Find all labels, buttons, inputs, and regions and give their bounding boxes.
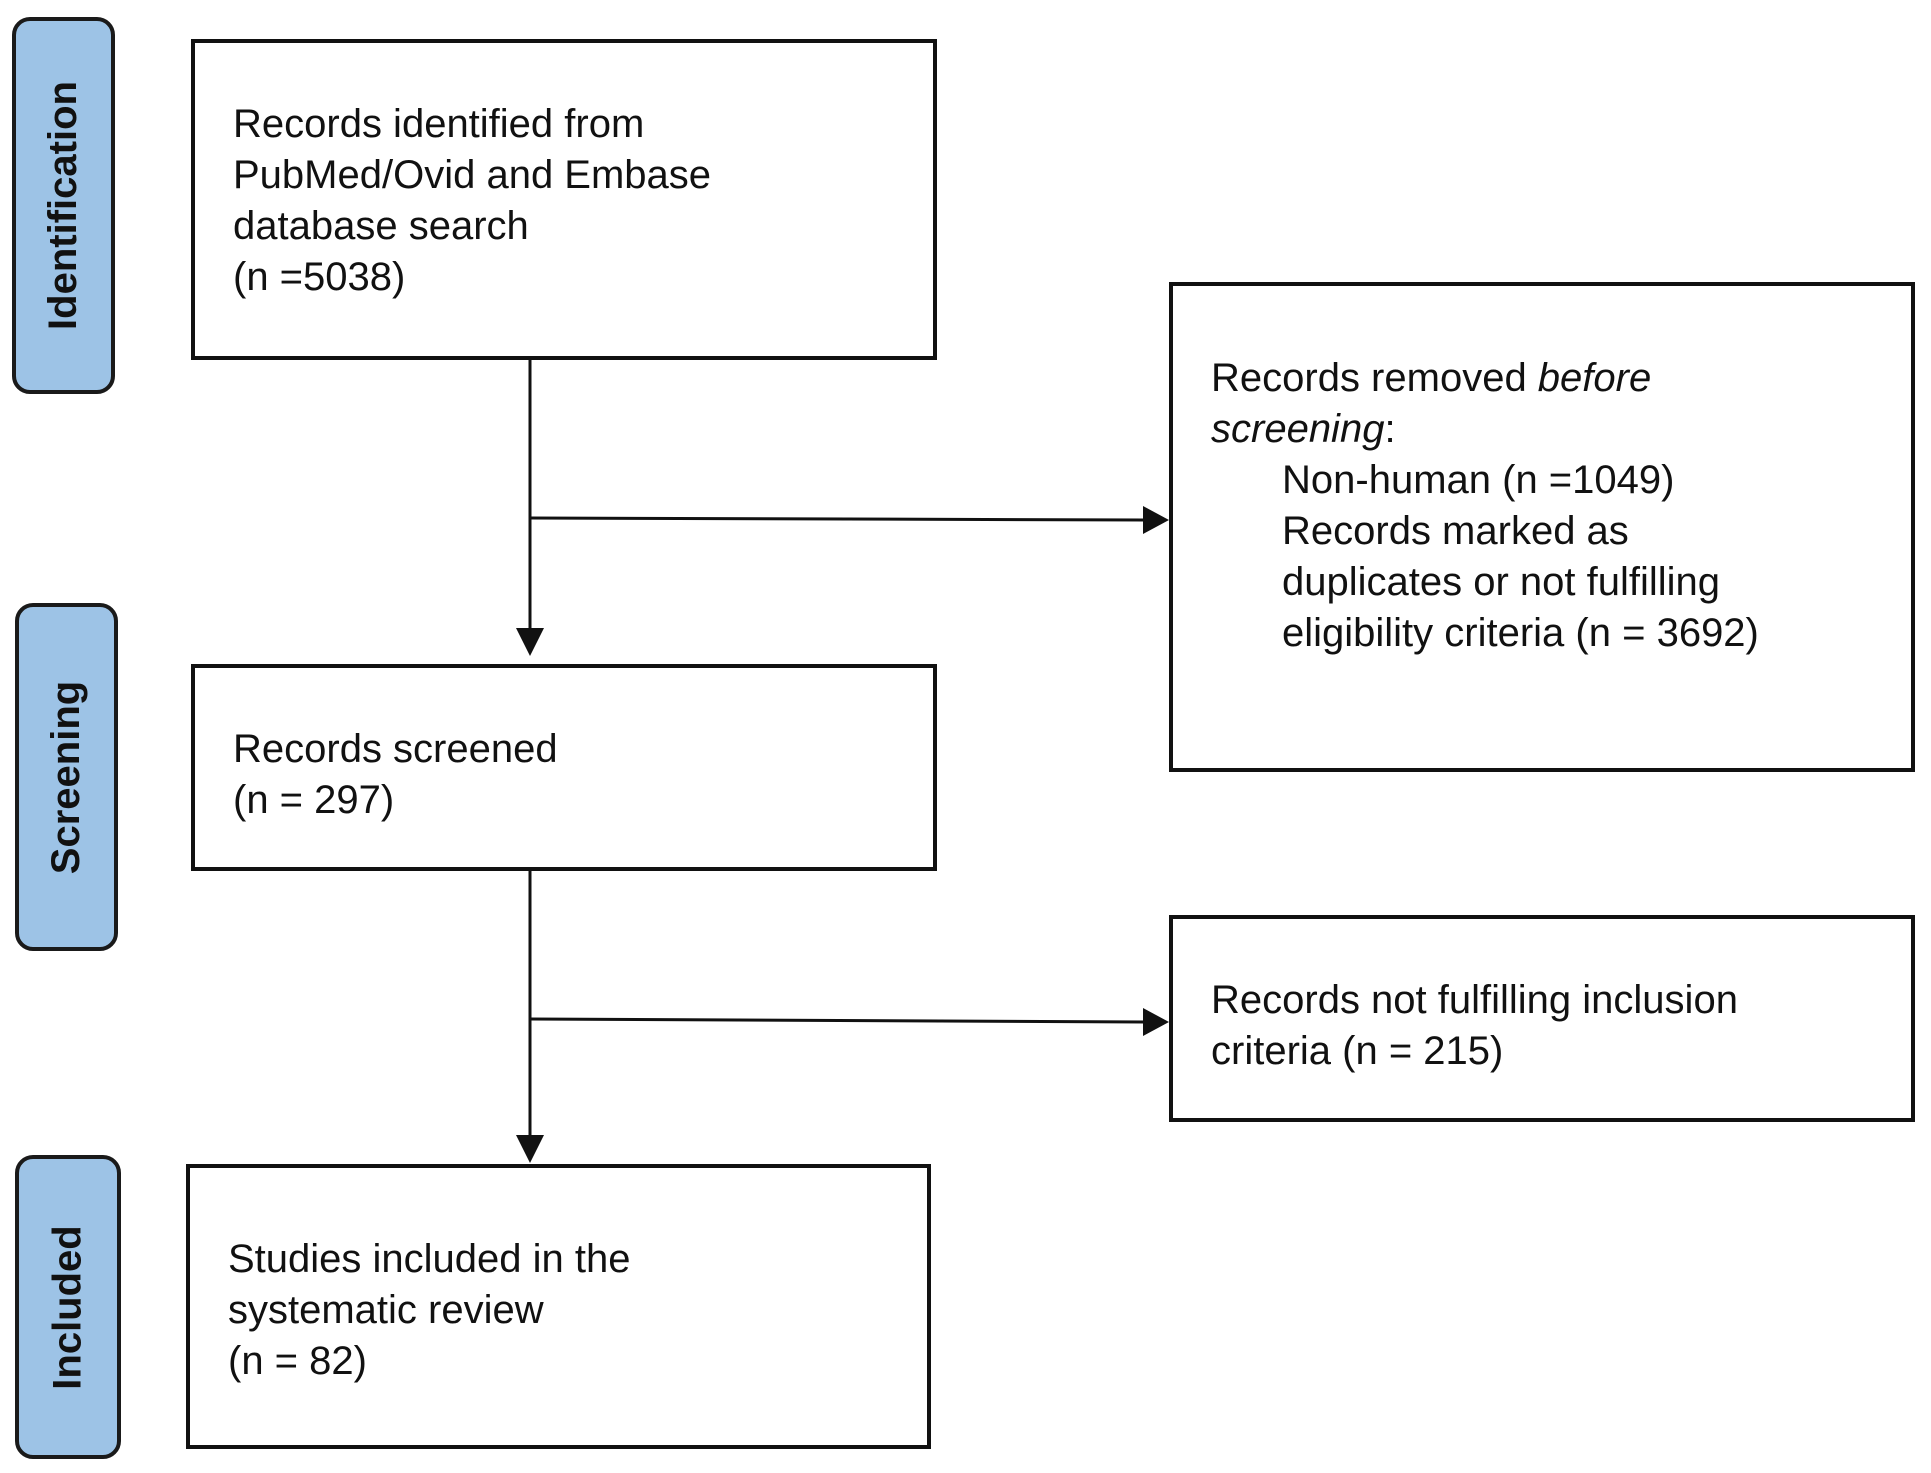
- arrowhead-down-icon: [516, 628, 544, 656]
- box-text-line: criteria (n = 215): [1211, 1029, 1504, 1073]
- records-removed-box: Records removed before screening: Non-hu…: [1169, 282, 1915, 772]
- title-italic-text: before: [1537, 356, 1652, 400]
- box-text-line: Non-human (n =1049): [1282, 458, 1675, 502]
- box-text-line: duplicates or not fulfilling: [1282, 560, 1721, 604]
- title-text: Records removed: [1211, 356, 1538, 400]
- phase-label-included: Included: [15, 1155, 121, 1459]
- title-suffix: :: [1384, 407, 1396, 451]
- box-text-line: (n = 297): [233, 778, 395, 822]
- connector-to-removed: [529, 516, 1146, 522]
- arrowhead-right-icon: [1143, 506, 1169, 534]
- records-excluded-box: Records not fulfilling inclusion criteri…: [1169, 915, 1915, 1122]
- box-text-line: Records not fulfilling inclusion: [1211, 978, 1738, 1022]
- phase-label-screening: Screening: [15, 603, 118, 951]
- box-text-line: eligibility criteria (n = 3692): [1282, 611, 1759, 655]
- box-title-line: Records removed before: [1211, 353, 1911, 404]
- box-text-line: (n = 82): [228, 1339, 367, 1383]
- box-text-line: systematic review: [228, 1288, 544, 1332]
- arrowhead-right-icon: [1143, 1008, 1169, 1036]
- connector-to-excluded: [529, 1017, 1146, 1024]
- box-text-line: Studies included in the: [228, 1237, 631, 1281]
- title-italic-text: screening: [1211, 407, 1385, 451]
- box-title-line: screening:: [1211, 404, 1911, 455]
- box-text-line: database search: [233, 204, 529, 248]
- phase-label-identification: Identification: [12, 17, 115, 394]
- box-text-line: Records screened: [233, 727, 558, 771]
- records-identified-box: Records identified from PubMed/Ovid and …: [191, 39, 937, 360]
- arrowhead-down-icon: [516, 1135, 544, 1163]
- box-text-line: Records identified from: [233, 102, 645, 146]
- records-screened-box: Records screened (n = 297): [191, 664, 937, 871]
- studies-included-box: Studies included in the systematic revie…: [186, 1164, 931, 1449]
- box-text-line: PubMed/Ovid and Embase: [233, 153, 712, 197]
- box-text-line: (n =5038): [233, 255, 406, 299]
- box-text-line: Records marked as: [1282, 509, 1629, 553]
